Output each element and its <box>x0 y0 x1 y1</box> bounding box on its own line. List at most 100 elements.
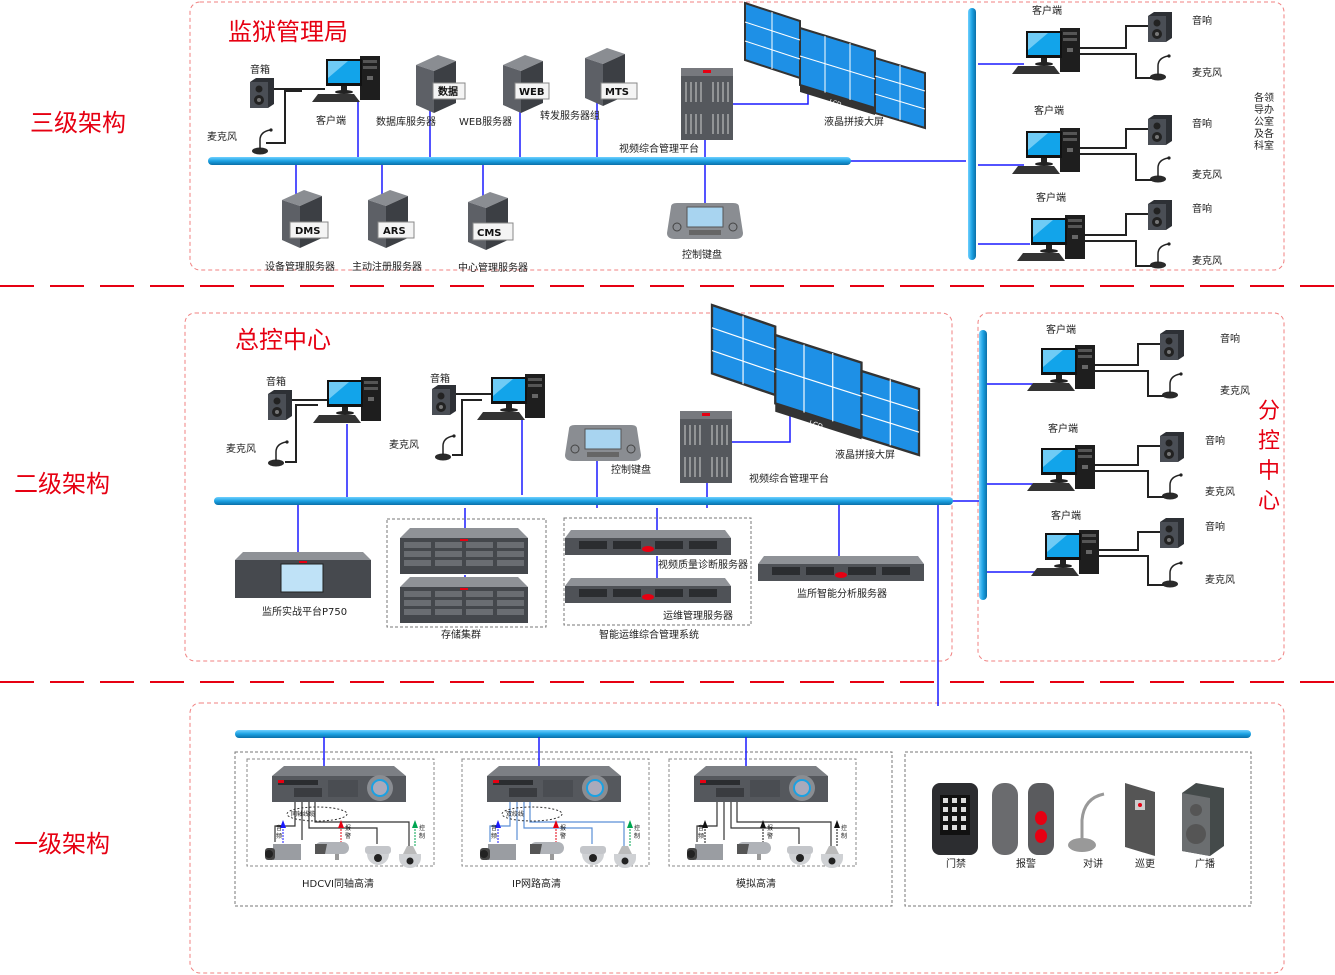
platform-label: 视频综合管理平台 <box>619 142 699 155</box>
alarm-label: 警 <box>345 832 351 840</box>
storage-array-icon <box>400 528 528 574</box>
offices-label: 各领导办公室及各科室 <box>1254 93 1274 152</box>
front-end-frame <box>189 702 1285 974</box>
video-front-end-group <box>234 751 893 907</box>
cable-label: 同轴线缆 <box>291 810 315 818</box>
keypad-key <box>952 798 957 803</box>
audio-wire <box>1099 531 1160 551</box>
audio-label: 频 <box>698 832 704 840</box>
cms-tag: CMS <box>477 228 502 239</box>
control-arrow-icon <box>412 820 418 828</box>
mic-wire <box>1095 470 1164 498</box>
lcd-video-wall-icon: LCD <box>710 303 921 457</box>
forward-servers-label: 转发服务器组 <box>540 109 600 122</box>
speaker-label: 音箱 <box>266 375 286 388</box>
ops-server-label: 运维管理服务器 <box>663 609 733 622</box>
camera-wire <box>314 802 410 846</box>
branch-center-title: 分控中心 <box>1257 399 1280 514</box>
mts-tag: MTS <box>605 87 629 98</box>
speaker-woofer <box>1186 824 1206 844</box>
audio-wire <box>1095 343 1160 366</box>
audio-label: 频 <box>491 832 497 840</box>
client-label: 客户端 <box>1036 191 1066 204</box>
mic-wire <box>1095 370 1164 397</box>
cms-server-icon <box>468 192 508 250</box>
audio-arrow-icon <box>495 820 501 828</box>
lcd-seam <box>775 368 862 397</box>
audio-wires <box>285 393 495 463</box>
audio-label: 音 <box>491 824 497 832</box>
bullet-camera-icon <box>530 842 564 860</box>
server-tag <box>472 222 514 241</box>
network-bus <box>208 157 851 165</box>
control-keyboard-icon <box>564 424 642 462</box>
nvr-recorder-icon <box>486 765 622 803</box>
speaker-icon <box>1148 200 1172 230</box>
p750-platform-icon <box>234 551 372 599</box>
dms-label: 设备管理服务器 <box>265 260 335 273</box>
microphone-icon <box>1161 560 1184 589</box>
audio-wire <box>1095 445 1160 466</box>
ops-system-group <box>563 517 752 626</box>
box-camera-icon <box>687 844 723 860</box>
speed-dome-camera-icon <box>821 846 843 868</box>
branch-center-frame <box>977 312 1285 662</box>
mic-label: 麦克风 <box>1192 169 1222 181</box>
speaker-icon <box>1160 330 1184 360</box>
audio-wire <box>1080 128 1148 149</box>
speaker-icon <box>1148 12 1172 42</box>
vq-server-label: 视频质量诊断服务器 <box>658 558 748 571</box>
nvr-group-frame <box>461 758 650 867</box>
p750-label: 监所实战平台P750 <box>262 605 347 618</box>
client-label: 客户端 <box>1048 422 1078 435</box>
camera-wire <box>730 802 800 844</box>
box-camera-icon <box>265 844 301 860</box>
mic-label: 麦克风 <box>1192 67 1222 79</box>
audio-label: 音 <box>276 824 282 832</box>
control-label: 控 <box>419 824 425 832</box>
speed-dome-camera-icon <box>399 846 421 868</box>
control-label: 控 <box>841 824 847 832</box>
client-label: 客户端 <box>316 114 346 127</box>
dome-camera-icon <box>787 846 813 865</box>
db-tag: 数据 <box>438 85 458 98</box>
device-label: 报警 <box>1016 857 1036 870</box>
client-label: 客户端 <box>1034 104 1064 117</box>
control-label: 制 <box>419 832 425 840</box>
alarm-button <box>1035 829 1047 843</box>
speaker-icon <box>1148 115 1172 145</box>
keypad-key <box>961 816 966 821</box>
patrol-led <box>1138 803 1142 807</box>
db-server-label: 数据库服务器 <box>376 115 436 128</box>
intercom-mic-icon: 对讲 <box>1068 792 1105 870</box>
keypad-key <box>961 825 966 830</box>
microphone-icon <box>1161 371 1184 400</box>
speaker-icon <box>1160 518 1184 548</box>
web-server-label: WEB服务器 <box>459 115 512 128</box>
alarm-label: 报 <box>767 824 773 832</box>
mic-wire <box>1099 555 1164 586</box>
nvr-recorder-icon <box>693 765 829 803</box>
tier1-label: 一级架构 <box>14 830 110 858</box>
rack-server-icon <box>565 578 731 603</box>
prison-bureau-title: 监狱管理局 <box>228 18 348 46</box>
ars-server-icon <box>368 190 408 248</box>
dms-server-icon <box>282 190 322 248</box>
server-tag <box>289 221 329 239</box>
client-computer-icon <box>1017 215 1085 261</box>
device-label: 对讲 <box>1083 857 1103 870</box>
audio-wire <box>1085 213 1148 236</box>
keypad-key <box>961 798 966 803</box>
ars-label: 主动注册服务器 <box>352 260 422 273</box>
control-keyboard-icon <box>666 202 744 240</box>
alarm-arrow-icon <box>338 820 344 828</box>
bullet-camera-icon <box>737 842 771 860</box>
